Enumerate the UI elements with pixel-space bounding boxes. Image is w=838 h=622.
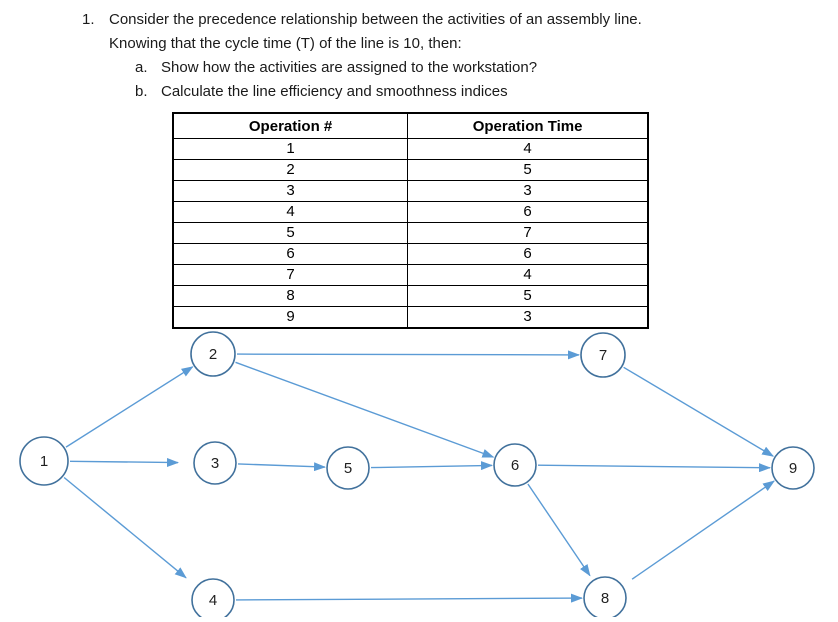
- node-label-9: 9: [789, 460, 797, 477]
- op-cell: 3: [172, 180, 409, 202]
- table-header-row: Operation # Operation Time: [172, 112, 649, 139]
- activity-node-1: 1: [19, 436, 69, 486]
- activity-node-5: 5: [326, 446, 370, 490]
- diagram-area: 1 2 3 4 5 6 7 8 9: [0, 330, 838, 622]
- time-cell: 5: [407, 159, 649, 181]
- activity-node-8: 8: [583, 576, 627, 620]
- edge-5-6-arrow: [370, 461, 493, 471]
- edge-6-9-arrow: [537, 463, 771, 473]
- node-label-6: 6: [511, 457, 519, 474]
- question-number: 1.: [82, 11, 95, 28]
- edge-7-9-arrow: [623, 366, 775, 457]
- question-line-2: Knowing that the cycle time (T) of the l…: [109, 32, 782, 56]
- node-circle-6: [493, 443, 537, 487]
- node-circle-9: [771, 446, 815, 490]
- activity-node-9: 9: [771, 446, 815, 490]
- op-cell: 8: [172, 285, 409, 307]
- time-cell: 5: [407, 285, 649, 307]
- node-circle-3: [193, 441, 237, 485]
- time-cell: 3: [407, 180, 649, 202]
- activity-node-2: 2: [190, 331, 236, 377]
- op-cell: 1: [172, 138, 409, 160]
- precedence-diagram: 1 2 3 4 5 6 7 8 9: [19, 331, 815, 622]
- time-cell: 6: [407, 201, 649, 223]
- item-a-marker: a.: [135, 59, 148, 76]
- question-item-a: a. Show how the activities are assigned …: [135, 56, 782, 80]
- edge-3-5-arrow: [237, 462, 326, 472]
- question-line-1: 1. Consider the precedence relationship …: [82, 8, 782, 32]
- op-cell: 5: [172, 222, 409, 244]
- node-label-7: 7: [599, 347, 607, 364]
- question-text-2: Knowing that the cycle time (T) of the l…: [109, 35, 462, 52]
- time-cell: 7: [407, 222, 649, 244]
- item-b-marker: b.: [135, 83, 148, 100]
- question-item-b: b. Calculate the line efficiency and smo…: [135, 80, 782, 104]
- node-label-3: 3: [211, 455, 219, 472]
- node-label-5: 5: [344, 460, 352, 477]
- node-circle-7: [580, 332, 626, 378]
- time-cell: 4: [407, 264, 649, 286]
- edge-1-4-arrow: [63, 476, 187, 579]
- edge-8-9-arrow: [631, 480, 775, 580]
- time-cell: 4: [407, 138, 649, 160]
- activity-node-3: 3: [193, 441, 237, 485]
- op-cell: 2: [172, 159, 409, 181]
- time-cell: 6: [407, 243, 649, 265]
- edge-4-8-arrow: [235, 593, 583, 603]
- header-operation-number: Operation #: [172, 112, 409, 139]
- node-circle-1: [19, 436, 69, 486]
- activity-node-4: 4: [191, 578, 235, 622]
- edge-2-6-arrow: [235, 361, 495, 458]
- activity-node-7: 7: [580, 332, 626, 378]
- node-label-4: 4: [209, 592, 217, 609]
- op-cell: 7: [172, 264, 409, 286]
- question-block: 1. Consider the precedence relationship …: [82, 8, 782, 104]
- op-cell: 6: [172, 243, 409, 265]
- question-text-1: Consider the precedence relationship bet…: [109, 11, 642, 28]
- node-label-1: 1: [40, 453, 48, 470]
- node-circle-2: [190, 331, 236, 377]
- time-cell: 3: [407, 306, 649, 329]
- item-b-text: Calculate the line efficiency and smooth…: [161, 83, 508, 100]
- edge-1-2-arrow: [65, 366, 194, 448]
- edge-6-8-arrow: [527, 483, 591, 577]
- op-cell: 4: [172, 201, 409, 223]
- header-operation-time: Operation Time: [407, 112, 649, 139]
- op-cell: 9: [172, 306, 409, 329]
- node-circle-5: [326, 446, 370, 490]
- edge-2-7-arrow: [236, 350, 580, 360]
- item-a-text: Show how the activities are assigned to …: [161, 59, 538, 76]
- node-label-2: 2: [209, 346, 217, 363]
- node-label-8: 8: [601, 590, 609, 607]
- edge-1-3-arrow: [69, 457, 179, 467]
- activity-node-6: 6: [493, 443, 537, 487]
